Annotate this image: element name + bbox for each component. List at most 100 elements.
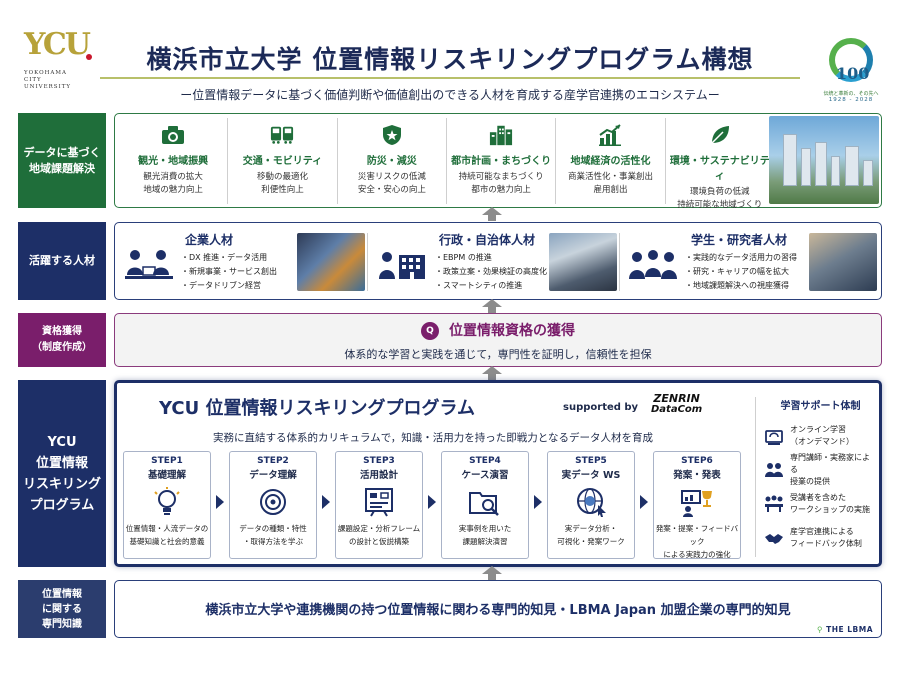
design-board-icon	[359, 486, 399, 518]
category-title: 地域経済の活性化	[570, 156, 651, 167]
anniversary-tagline: 伝統と革新の、その先へ	[823, 91, 879, 97]
category-title: 防災・減災	[366, 156, 417, 167]
flow-arrow-up	[482, 299, 502, 313]
title-divider	[100, 77, 800, 79]
group-title: 行政・自治体人材	[439, 233, 536, 247]
support-item-workshop: 受講者を含めた ワークショップの実施	[764, 490, 877, 518]
step-arrow	[322, 495, 330, 509]
learning-support-column: 学習サポート体制 オンライン学習 （オンデマンド） 専門講師・実務家による 授業…	[755, 397, 877, 557]
page-title: 横浜市立大学 位置情報リスキリングプログラム構想	[146, 45, 754, 74]
step-desc: 位置情報・人流データの	[125, 524, 209, 533]
category-line: 持続可能な地域づくり	[677, 200, 763, 210]
step-6: STEP6 発案・発表 発案・提案・フィードバック による実践力の強化	[653, 451, 741, 559]
ycu-logo-subtext: YOKOHAMA CITY UNIVERSITY	[24, 70, 94, 91]
group-item: DX 推進・データ活用	[181, 251, 277, 265]
step-4: STEP4 ケース演習 実事例を用いた 課題解決演習	[441, 451, 529, 559]
qualification-subtitle: 体系的な学習と実践を通じて，専門性を証明し，信頼性を担保	[344, 348, 652, 361]
government-worker-icon	[373, 245, 429, 285]
globe-cursor-icon	[571, 486, 611, 518]
row-label-text: 活躍する人材	[29, 254, 95, 267]
category-line: 雇用創出	[593, 185, 628, 195]
step-desc: 実データ分析・	[564, 524, 618, 533]
lbma-pin-icon: ⚲	[817, 625, 827, 634]
support-item-text: 受講者を含めた ワークショップの実施	[790, 493, 870, 514]
category-line: 利便性向上	[261, 185, 304, 195]
sponsor-line-1: ZENRIN	[653, 392, 700, 405]
group-divider	[619, 233, 620, 291]
step-desc: ・取得方法を学ぶ	[243, 537, 303, 546]
train-bus-icon	[270, 124, 294, 146]
step-desc: による実践力の強化	[663, 550, 731, 559]
category-line: 災害リスクの低減	[357, 172, 426, 182]
category-line: 観光消費の拡大	[143, 172, 203, 182]
step-arrow	[534, 495, 542, 509]
step-title: データ理解	[249, 470, 297, 481]
group-title: 学生・研究者人材	[691, 233, 788, 247]
category-line: 持続可能なまちづくり	[458, 172, 544, 182]
group-divider	[367, 233, 368, 291]
lbma-logo-text: THE LBMA	[826, 625, 873, 634]
government-photo	[549, 233, 617, 291]
group-item: 新規事業・サービス創出	[181, 265, 277, 279]
row-label-text: 位置情報 に関する 専門知識	[42, 588, 82, 630]
ycu-logo-sub-2: CITY	[24, 77, 42, 83]
support-item-text: 専門講師・実務家による 授業の提供	[790, 453, 870, 486]
step-desc: 可視化・発案ワーク	[557, 537, 625, 546]
presentation-trophy-icon	[677, 486, 717, 518]
step-flow: STEP1 基礎理解 位置情報・人流データの 基礎知識と社会的意義 STEP2 …	[123, 451, 743, 561]
group-item: 地域課題解決への視座獲得	[685, 279, 797, 293]
step-title: 基礎理解	[147, 470, 186, 481]
category-list: 観光・地域振興 観光消費の拡大 地域の魅力向上 交通・モビリティ 移動の最適化 …	[119, 118, 774, 210]
qualification-badge-icon: Q	[421, 322, 439, 340]
step-number: STEP5	[575, 456, 607, 466]
zenrin-datacom-logo: ZENRIN DataCom	[651, 393, 702, 415]
flow-arrow-up	[482, 207, 502, 221]
ycu-logo-sub-3: UNIVERSITY	[24, 84, 71, 90]
step-number: STEP4	[469, 456, 501, 466]
category-line: 環境負荷の低減	[690, 187, 750, 197]
flow-arrow-up	[482, 566, 502, 580]
buildings-icon	[489, 124, 513, 146]
group-list: DX 推進・データ活用 新規事業・サービス創出 データドリブン経営	[181, 251, 277, 293]
step-arrow	[216, 495, 224, 509]
lecturer-icon	[764, 460, 784, 480]
step-arrow	[640, 495, 648, 509]
program-title: YCU 位置情報リスキリングプログラム	[159, 398, 475, 419]
students-icon	[625, 245, 681, 285]
leaf-icon	[708, 124, 732, 146]
group-item: スマートシティの推進	[435, 279, 547, 293]
group-item: 研究・キャリアの幅を拡大	[685, 265, 797, 279]
workshop-icon	[764, 494, 784, 514]
row-label-text: データに基づく 地域課題解決	[23, 145, 101, 175]
support-item-feedback: 産学官連携による フィードバック体制	[764, 524, 877, 552]
step-2: STEP2 データ理解 データの種類・特性 ・取得方法を学ぶ	[229, 451, 317, 559]
lbma-logo: ⚲ THE LBMA	[817, 625, 873, 634]
anniversary-ring	[829, 38, 873, 82]
talent-panel: 企業人材 DX 推進・データ活用 新規事業・サービス創出 データドリブン経営 行…	[114, 222, 882, 300]
ycu-logo-mark: YCU	[24, 27, 91, 62]
step-desc: 課題設定・分析フレーム	[337, 524, 421, 533]
ycu-logo-dot	[86, 54, 92, 60]
supported-by-text: supported by	[563, 402, 639, 413]
headset-icon	[764, 426, 784, 446]
lightbulb-icon	[147, 486, 187, 518]
yokohama-city-photo	[769, 116, 879, 204]
step-title: 活用設計	[359, 470, 398, 481]
group-item: 実践的なデータ活用力の習得	[685, 251, 797, 265]
category-urban-planning: 都市計画・まちづくり 持続可能なまちづくり 都市の魅力向上	[447, 118, 557, 204]
expertise-text: 横浜市立大学や連携機関の持つ位置情報に関わる専門的知見・LBMA Japan 加…	[205, 603, 791, 618]
category-title: 都市計画・まちづくり	[451, 156, 552, 167]
category-line: 地域の魅力向上	[143, 185, 203, 195]
group-list: 実践的なデータ活用力の習得 研究・キャリアの幅を拡大 地域課題解決への視座獲得	[685, 251, 797, 293]
data-target-icon	[253, 486, 293, 518]
student-photo	[809, 233, 877, 291]
step-desc: の設計と仮説構築	[349, 537, 409, 546]
category-line: 移動の最適化	[256, 172, 308, 182]
group-item: 政策立案・効果検証の高度化	[435, 265, 547, 279]
folder-search-icon	[465, 486, 505, 518]
support-title: 学習サポート体制	[780, 401, 861, 412]
program-panel: YCU 位置情報リスキリングプログラム supported by ZENRIN …	[114, 380, 882, 567]
category-mobility: 交通・モビリティ 移動の最適化 利便性向上	[228, 118, 338, 204]
